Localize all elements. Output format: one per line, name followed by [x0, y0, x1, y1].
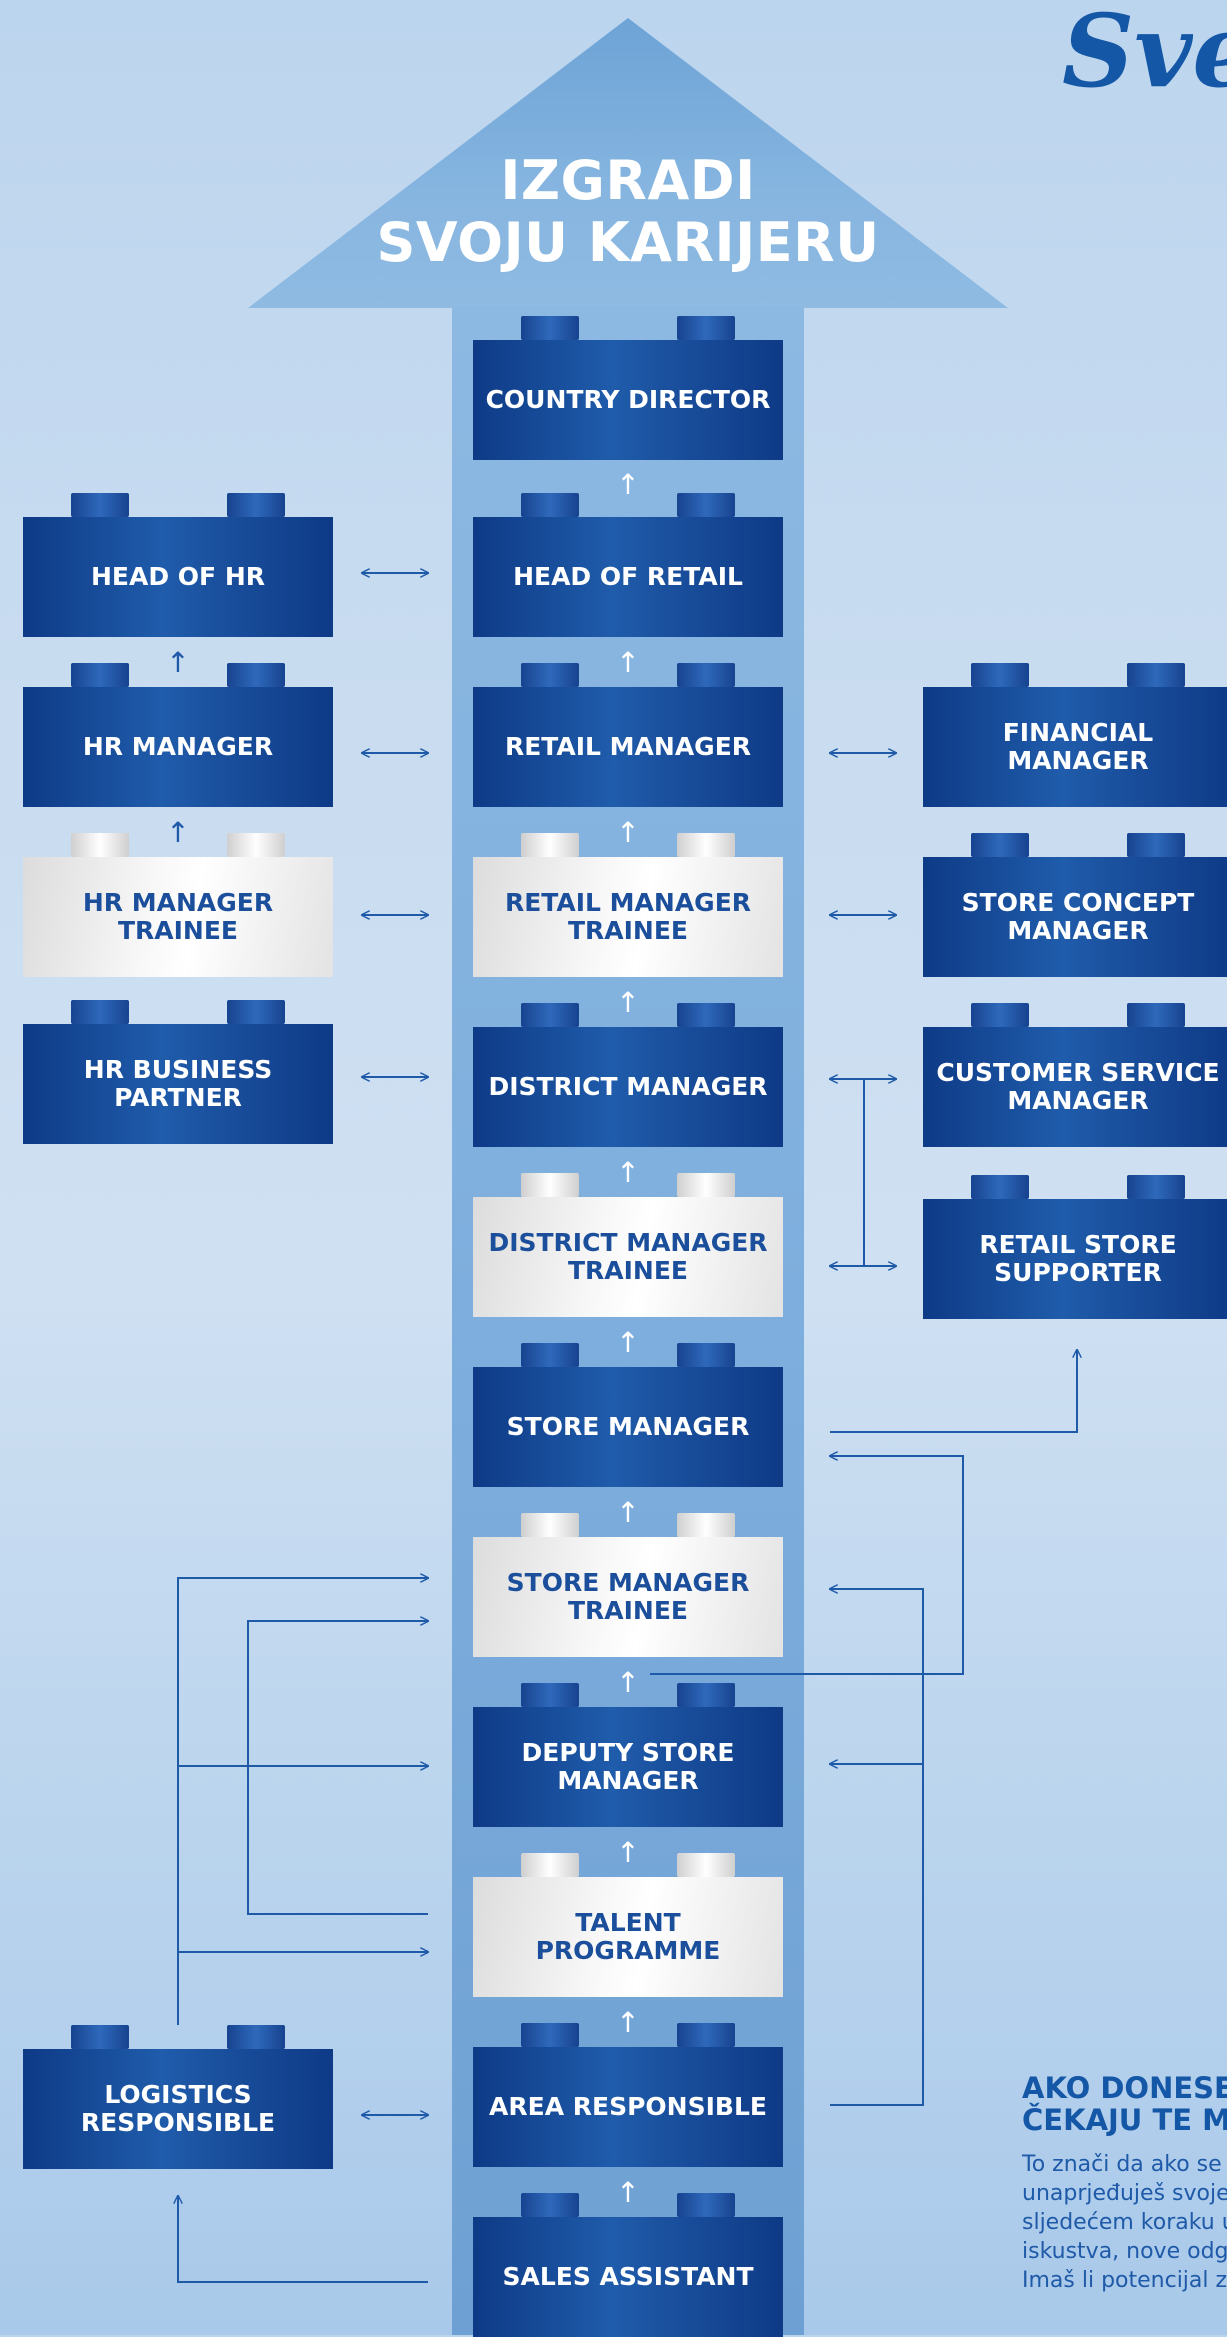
- block-label: FINANCIAL MANAGER: [923, 687, 1227, 807]
- cta-title-line-1: AKO DONESE: [1022, 2072, 1227, 2105]
- up-arrow-icon: ↑: [616, 468, 640, 501]
- cta-body-line: To znači da ako se s: [1022, 2152, 1227, 2177]
- block-label: DISTRICT MANAGER: [473, 1027, 783, 1147]
- block-hr-manager-trainee: HR MANAGER TRAINEE: [23, 833, 333, 977]
- block-label: AREA RESPONSIBLE: [473, 2047, 783, 2167]
- block-label: COUNTRY DIRECTOR: [473, 340, 783, 460]
- block-retail-manager-trainee: RETAIL MANAGER TRAINEE: [473, 833, 783, 977]
- up-arrow-icon: ↑: [166, 816, 190, 849]
- block-label: CUSTOMER SERVICE MANAGER: [923, 1027, 1227, 1147]
- cta-body: To znači da ako se s unaprjeđuješ svoje …: [1022, 2150, 1227, 2295]
- block-label: STORE MANAGER: [473, 1367, 783, 1487]
- up-arrow-icon: ↑: [616, 2006, 640, 2039]
- block-label: RETAIL MANAGER: [473, 687, 783, 807]
- link-area-to-trainee: [830, 1589, 924, 2106]
- link-trainee-to-store-manager: [650, 1456, 964, 1675]
- block-label: STORE CONCEPT MANAGER: [923, 857, 1227, 977]
- block-talent-programme: TALENT PROGRAMME: [473, 1853, 783, 1997]
- block-sales-assistant: SALES ASSISTANT: [473, 2193, 783, 2337]
- cta-body-line: sljedećem koraku u: [1022, 2210, 1227, 2235]
- link-sales-to-logistics: [178, 2196, 428, 2283]
- block-financial-manager: FINANCIAL MANAGER: [923, 663, 1227, 807]
- block-hr-manager: HR MANAGER: [23, 663, 333, 807]
- block-area-responsible: AREA RESPONSIBLE: [473, 2023, 783, 2167]
- block-label: HR MANAGER: [23, 687, 333, 807]
- link-logistics-to-trainee: [177, 1578, 428, 2025]
- block-label: HEAD OF RETAIL: [473, 517, 783, 637]
- block-label: SALES ASSISTANT: [473, 2217, 783, 2337]
- title-line-2: SVOJU KARIJERU: [376, 211, 880, 274]
- link-store-manager-supporter: [830, 1350, 1077, 1433]
- up-arrow-icon: ↑: [616, 1496, 640, 1529]
- block-retail-store-supporter: RETAIL STORE SUPPORTER: [923, 1175, 1227, 1319]
- cta-body-line: Imaš li potencijal za: [1022, 2268, 1227, 2293]
- block-label: DISTRICT MANAGER TRAINEE: [473, 1197, 783, 1317]
- block-label: STORE MANAGER TRAINEE: [473, 1537, 783, 1657]
- brand-logo: Sve: [1062, 0, 1227, 110]
- block-retail-manager: RETAIL MANAGER: [473, 663, 783, 807]
- up-arrow-icon: ↑: [616, 1326, 640, 1359]
- block-district-manager-trainee: DISTRICT MANAGER TRAINEE: [473, 1173, 783, 1317]
- block-district-manager: DISTRICT MANAGER: [473, 1003, 783, 1147]
- block-label: HR MANAGER TRAINEE: [23, 857, 333, 977]
- cta-body-line: unaprjeđuješ svoje: [1022, 2181, 1227, 2206]
- cta-body-line: iskustva, nove odgo: [1022, 2239, 1227, 2264]
- block-store-manager-trainee: STORE MANAGER TRAINEE: [473, 1513, 783, 1657]
- block-store-manager: STORE MANAGER: [473, 1343, 783, 1487]
- block-label: DEPUTY STORE MANAGER: [473, 1707, 783, 1827]
- block-label: LOGISTICS RESPONSIBLE: [23, 2049, 333, 2169]
- up-arrow-icon: ↑: [616, 1156, 640, 1189]
- up-arrow-icon: ↑: [616, 986, 640, 1019]
- up-arrow-icon: ↑: [616, 646, 640, 679]
- block-logistics-responsible: LOGISTICS RESPONSIBLE: [23, 2025, 333, 2169]
- block-head-of-retail: HEAD OF RETAIL: [473, 493, 783, 637]
- up-arrow-icon: ↑: [166, 646, 190, 679]
- block-label: RETAIL STORE SUPPORTER: [923, 1199, 1227, 1319]
- cta-section: AKO DONESE ČEKAJU TE M To znači da ako s…: [1022, 2072, 1227, 2295]
- page-title: IZGRADI SVOJU KARIJERU: [248, 150, 1008, 274]
- block-label: RETAIL MANAGER TRAINEE: [473, 857, 783, 977]
- block-head-of-hr: HEAD OF HR: [23, 493, 333, 637]
- block-label: HR BUSINESS PARTNER: [23, 1024, 333, 1144]
- block-label: HEAD OF HR: [23, 517, 333, 637]
- block-store-concept-manager: STORE CONCEPT MANAGER: [923, 833, 1227, 977]
- block-deputy-store-manager: DEPUTY STORE MANAGER: [473, 1683, 783, 1827]
- cta-title-line-2: ČEKAJU TE M: [1022, 2103, 1227, 2137]
- up-arrow-icon: ↑: [616, 2176, 640, 2209]
- link-talent-to-trainee: [247, 1621, 428, 1915]
- up-arrow-icon: ↑: [616, 1836, 640, 1869]
- block-hr-business-partner: HR BUSINESS PARTNER: [23, 1000, 333, 1144]
- title-line-1: IZGRADI: [500, 149, 756, 212]
- up-arrow-icon: ↑: [616, 816, 640, 849]
- block-customer-service-manager: CUSTOMER SERVICE MANAGER: [923, 1003, 1227, 1147]
- block-label: TALENT PROGRAMME: [473, 1877, 783, 1997]
- up-arrow-icon: ↑: [616, 1666, 640, 1699]
- block-country-director: COUNTRY DIRECTOR: [473, 316, 783, 460]
